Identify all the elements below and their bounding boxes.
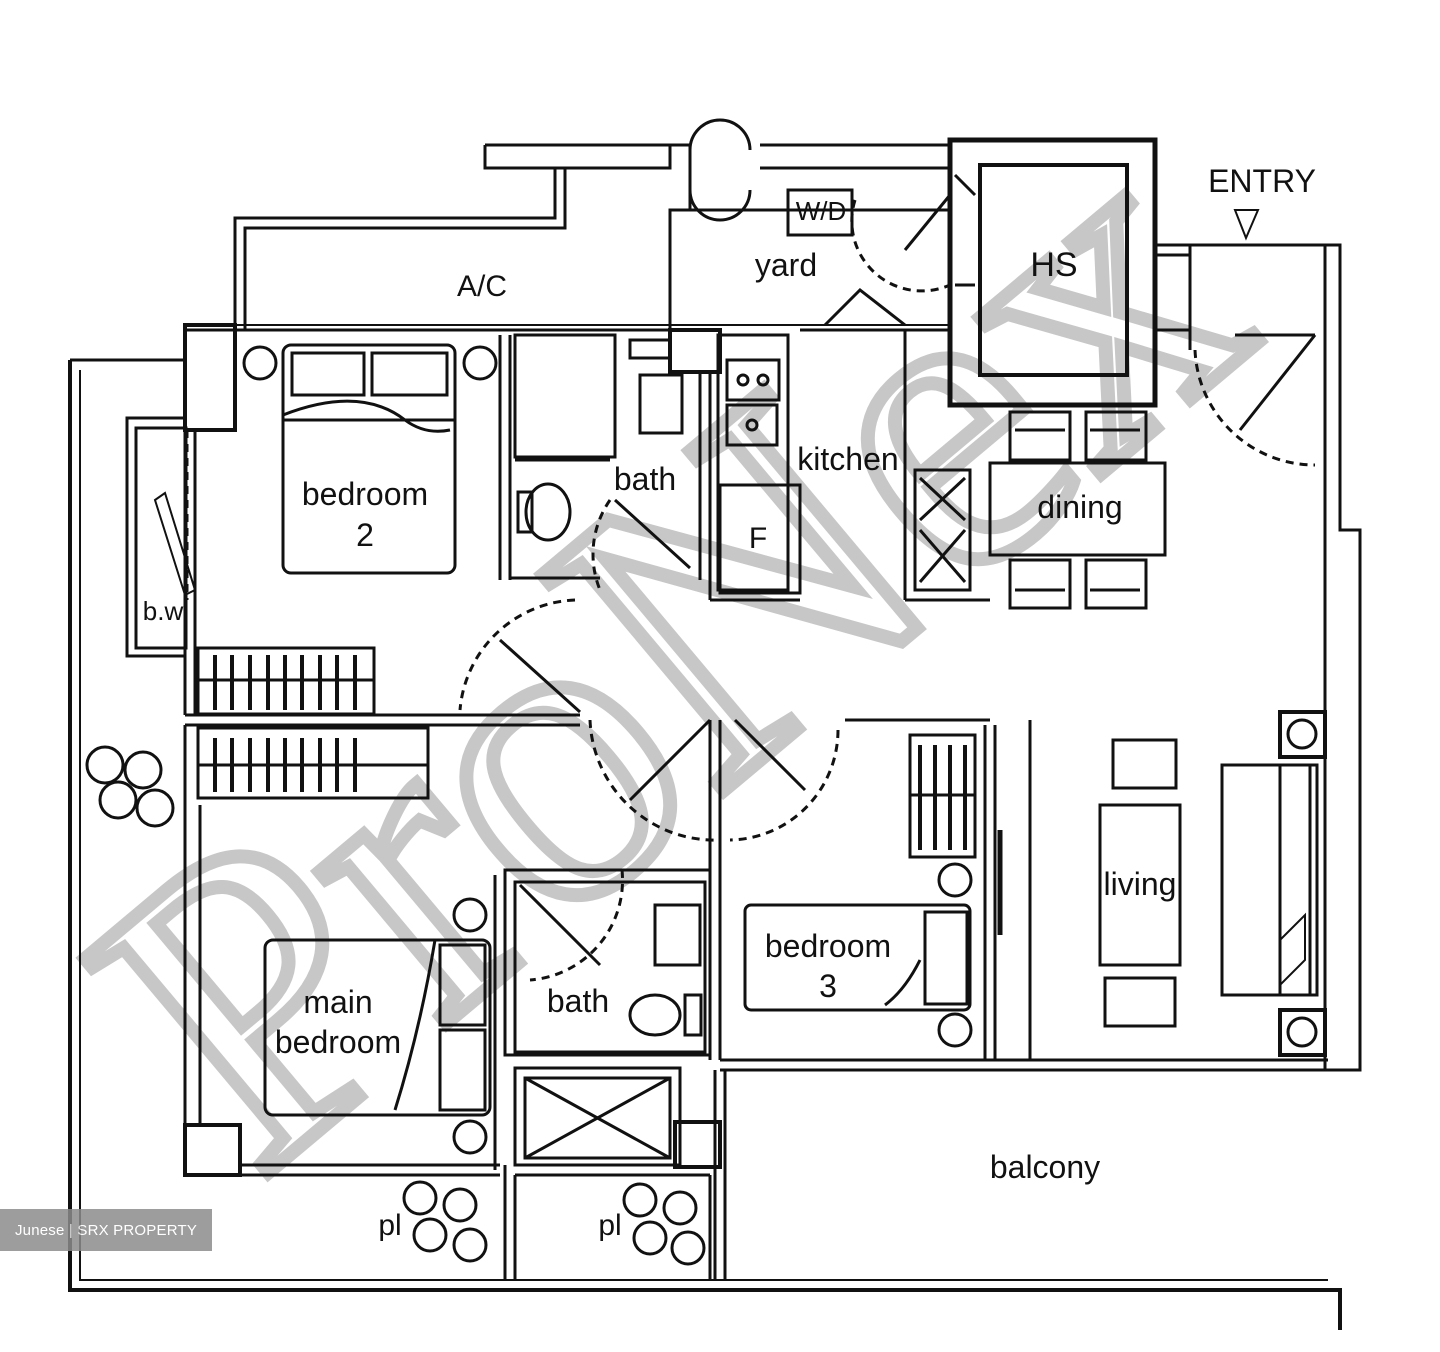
household-shelter — [947, 137, 1192, 408]
dining-label: dining — [1037, 489, 1122, 525]
ac-label: A/C — [457, 270, 507, 303]
planter-left-label: pl — [378, 1209, 401, 1242]
main-bedroom-label-line2: bedroom — [275, 1024, 401, 1060]
balcony — [713, 1058, 1328, 1280]
living-label: living — [1104, 866, 1177, 902]
planter-trees — [85, 745, 706, 1266]
yard-area — [668, 118, 952, 330]
kitchen — [710, 328, 990, 602]
bath-top-label: bath — [614, 461, 676, 497]
main-bedroom-label-line1: main — [303, 984, 372, 1020]
dining-table — [988, 410, 1167, 610]
bedroom-3-number: 3 — [819, 968, 837, 1004]
entry-door[interactable] — [1193, 209, 1317, 467]
bath-top — [513, 328, 722, 600]
planter-right-label: pl — [598, 1209, 621, 1242]
agent-badge: Junese | SRX PROPERTY — [0, 1209, 212, 1251]
bedroom-2-label: bedroom — [302, 476, 428, 512]
wd-label: W/D — [796, 196, 847, 226]
yard-label: yard — [755, 247, 817, 283]
room-labels: A/C yard W/D HS ENTRY bedroom 2 bath kit… — [143, 163, 1316, 1242]
fridge-label: F — [749, 522, 767, 555]
balcony-label: balcony — [990, 1149, 1100, 1185]
bath-bottom — [503, 868, 722, 1280]
bedroom-3 — [743, 718, 1032, 1060]
hs-label: HS — [1030, 246, 1077, 284]
kitchen-label: kitchen — [797, 441, 898, 477]
bay-window-label: b.w — [143, 596, 184, 626]
bath-bottom-label: bath — [547, 983, 609, 1019]
main-bedroom — [183, 725, 500, 1177]
bedroom-2-number: 2 — [356, 517, 374, 553]
bedroom-3-label: bedroom — [765, 928, 891, 964]
entry-label: ENTRY — [1208, 163, 1316, 199]
living-room — [1098, 710, 1327, 1057]
bedroom-2 — [125, 323, 600, 727]
ac-ledge — [185, 143, 950, 332]
